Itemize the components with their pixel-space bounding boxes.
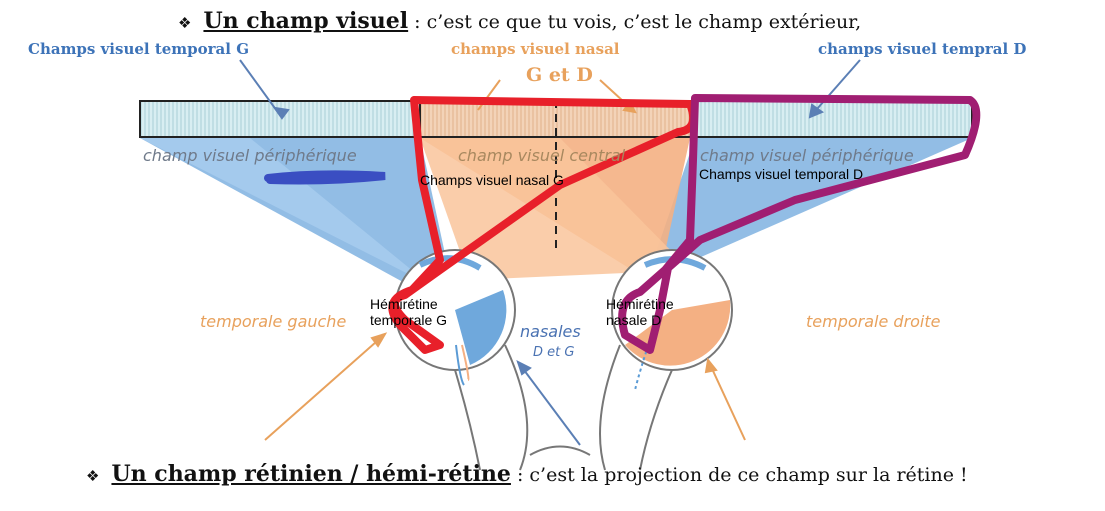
central-orange-wedge-b: [420, 138, 690, 280]
label-d-et-g: D et G: [533, 345, 575, 360]
label-temporale-droite: temporale droite: [806, 312, 941, 331]
title-term: Un champ visuel: [203, 8, 409, 34]
title-definition: : c’est ce que tu vois, c’est le champ e…: [408, 11, 862, 33]
annotation-nasal-g: Champs visuel nasal G: [420, 172, 564, 188]
optic-nerve-inner-r: [599, 344, 621, 471]
left-eye-retina-blue: [455, 290, 507, 365]
title-bullet-icon: ❖: [178, 14, 192, 32]
label-peripheral-right: champ visuel périphérique: [700, 146, 914, 165]
annotation-hemi-temporale-g-line1: Hémirétine: [370, 296, 438, 312]
label-temporal-right: champs visuel tempral D: [818, 40, 1027, 58]
label-nasales: nasales: [520, 322, 581, 341]
optic-nerve-right: [639, 369, 673, 471]
label-temporale-gauche: temporale gauche: [200, 312, 347, 331]
annotation-hemi-temporale-g-line2: temporale G: [370, 312, 448, 328]
label-nasal-sub: G et D: [526, 64, 593, 86]
footer-line: ❖ Un champ rétinien / hémi-rétine : c’est…: [86, 461, 968, 487]
left-blue-wedge-light: [140, 138, 430, 285]
label-nasal-top: champs visuel nasal: [451, 40, 620, 58]
chiasm: [529, 445, 591, 456]
arrows: [239, 59, 861, 446]
optic-fiber-orange: [461, 344, 470, 381]
optic-nerve-inner-l: [504, 344, 529, 471]
field-band-right: [691, 100, 973, 138]
optic-nerve-left: [454, 369, 481, 471]
annotation-hemi-temporale-g: Hémirétine temporale G: [370, 296, 447, 328]
annotation-temporal-d: Champs visuel temporal D: [699, 166, 864, 182]
footer-bullet-icon: ❖: [86, 467, 100, 485]
purple-marker-outline: [618, 94, 981, 354]
title-line: ❖ Un champ visuel : c’est ce que tu vois,…: [178, 8, 861, 34]
footer-definition: : c’est la projection de ce champ sur la…: [510, 464, 968, 486]
annotation-hemi-nasale-d-line2: nasale D: [606, 312, 662, 328]
label-temporal-left: Champs visuel temporal G: [28, 40, 250, 58]
optic-fiber-blue: [455, 344, 465, 386]
blue-scribble: [264, 170, 386, 185]
footer-term: Un champ rétinien / hémi-rétine: [111, 461, 511, 487]
annotation-hemi-nasale-d: Hémirétine nasale D: [606, 296, 674, 328]
label-central: champ visuel central: [458, 146, 626, 165]
optic-fiber-right-dots: [634, 339, 651, 391]
field-band-left: [139, 100, 421, 138]
label-peripheral-left: champ visuel périphérique: [143, 146, 357, 165]
annotation-hemi-nasale-d-line1: Hémirétine: [606, 296, 674, 312]
